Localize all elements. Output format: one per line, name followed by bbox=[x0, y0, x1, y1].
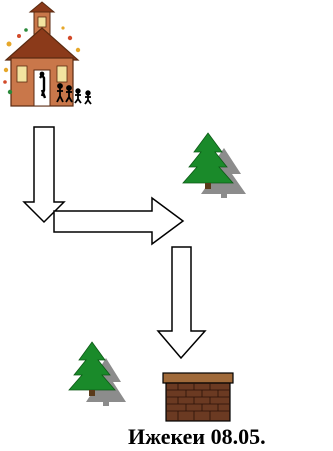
schoolhouse-icon bbox=[3, 1, 92, 107]
fir-tree-icon bbox=[182, 132, 246, 198]
brick-well-icon bbox=[162, 372, 234, 422]
arrow-down-2 bbox=[156, 246, 207, 360]
fir-tree-icon bbox=[68, 341, 126, 406]
diagram-caption: Ижекеи 08.05. bbox=[128, 424, 266, 449]
arrow-down-1 bbox=[22, 126, 66, 224]
arrow-right bbox=[53, 196, 185, 246]
